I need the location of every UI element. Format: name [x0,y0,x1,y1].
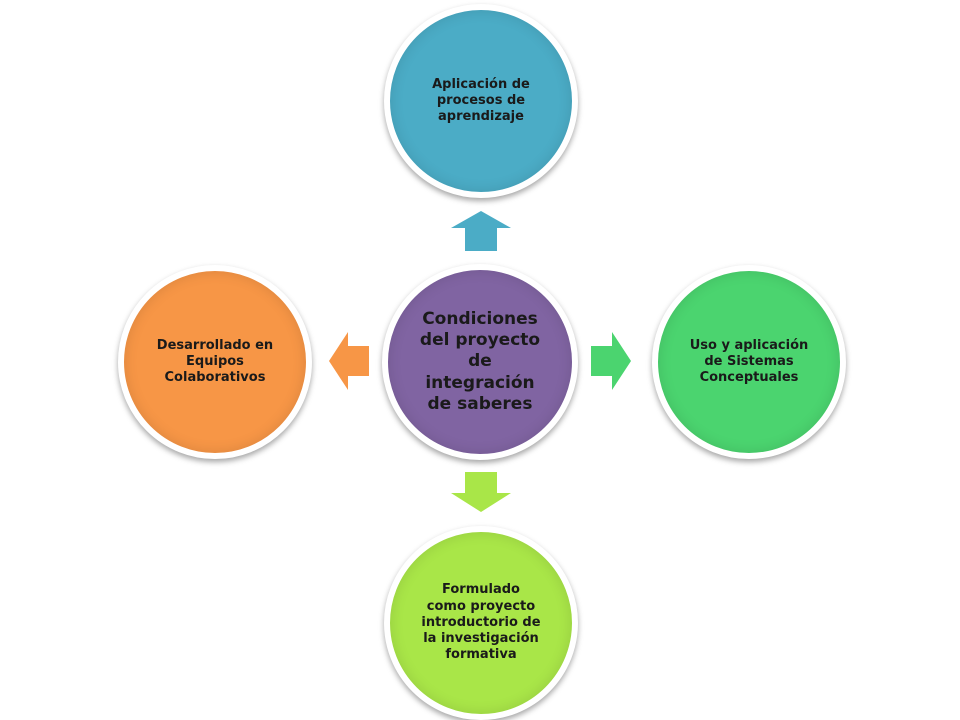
node-bottom-label: Formulado como proyecto introductorio de… [421,582,541,663]
node-top-label: Aplicación de procesos de aprendizaje [432,76,530,125]
center-node: Condiciones del proyecto de integración … [382,264,578,460]
node-top: Aplicación de procesos de aprendizaje [384,4,578,198]
node-left: Desarrollado en Equipos Colaborativos [118,265,312,459]
arrow-right-icon [590,330,632,392]
arrow-up-icon [449,210,513,252]
node-bottom: Formulado como proyecto introductorio de… [384,526,578,720]
node-left-label: Desarrollado en Equipos Colaborativos [156,337,274,386]
node-right: Uso y aplicación de Sistemas Conceptuale… [652,265,846,459]
arrow-left-icon [328,330,370,392]
node-right-label: Uso y aplicación de Sistemas Conceptuale… [689,337,809,386]
arrow-down-icon [449,471,513,513]
center-node-label: Condiciones del proyecto de integración … [419,308,541,414]
